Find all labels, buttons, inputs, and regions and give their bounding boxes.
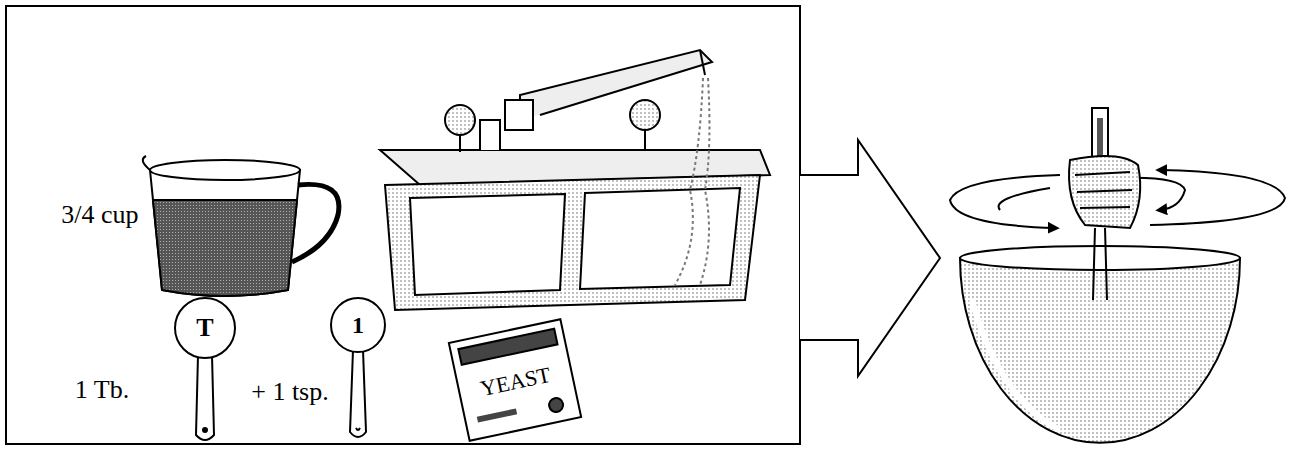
mixing-bowl — [960, 246, 1240, 443]
kitchen-sink — [380, 50, 770, 310]
quantity-label: 1 Tb. — [75, 377, 129, 403]
quantity-label: 3/4 cup — [61, 202, 138, 228]
spoon-mark: 1 — [352, 313, 364, 337]
teaspoon — [331, 298, 385, 437]
tablespoon — [175, 298, 235, 440]
yeast-packet — [449, 319, 581, 441]
spoon-mark: T — [196, 315, 213, 341]
stirring-hand — [1069, 108, 1140, 300]
ingredient-frame — [6, 6, 800, 444]
step-arrow — [800, 140, 940, 376]
quantity-label: + 1 tsp. — [251, 379, 329, 405]
measuring-cup — [143, 156, 339, 296]
